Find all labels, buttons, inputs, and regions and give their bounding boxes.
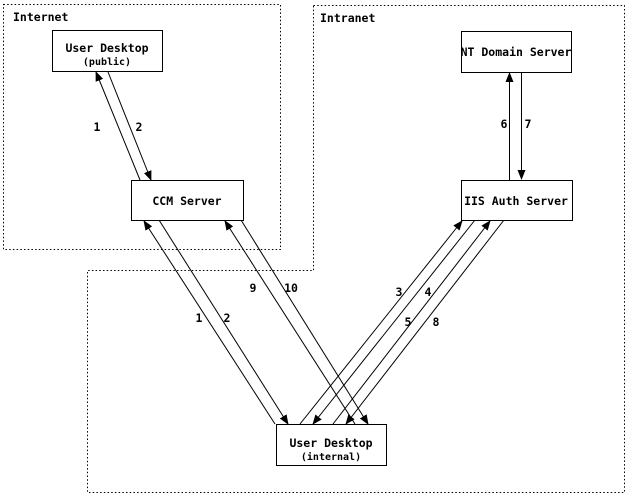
edge-label-internet-1: 1 (94, 120, 101, 134)
edge-label-ccm-1: 1 (196, 311, 203, 325)
node-user-desktop-internal: User Desktop (internal) (276, 424, 387, 466)
edge-step2-ccm-to-internal-desktop (158, 219, 289, 425)
ccm-server-title: CCM Server (152, 194, 221, 208)
edge-label-internet-2: 2 (136, 120, 143, 134)
edge-label-9: 9 (250, 281, 257, 295)
user-desktop-public-box (52, 30, 163, 72)
edge-step2-public-desktop-to-ccm (107, 71, 152, 181)
edge-label-4: 4 (425, 285, 432, 299)
internet-zone-border (3, 4, 281, 250)
user-desktop-public-title: User Desktop (65, 41, 148, 55)
user-desktop-internal-subtitle: (internal) (301, 451, 361, 463)
node-iis-auth-server: IIS Auth Server (461, 180, 573, 221)
edge-step1-ccm-to-public-desktop (95, 71, 141, 181)
node-nt-domain-server: NT Domain Server (461, 31, 572, 73)
edge-label-ccm-2: 2 (224, 311, 231, 325)
internet-zone-label: Internet (13, 10, 68, 24)
user-desktop-public-subtitle: (public) (83, 56, 131, 68)
edge-step4-iis-to-internal-desktop (312, 219, 476, 425)
node-ccm-server: CCM Server (131, 180, 244, 221)
iis-auth-server-title: IIS Auth Server (464, 194, 568, 208)
edge-step10-ccm-to-internal-desktop (240, 219, 369, 425)
iis-auth-server-box (461, 180, 573, 221)
user-desktop-internal-box (276, 424, 387, 466)
nt-domain-server-box (461, 31, 572, 73)
edge-label-8: 8 (433, 315, 440, 329)
edge-label-6: 6 (501, 117, 508, 131)
intranet-zone-border (87, 5, 625, 493)
edge-label-5: 5 (405, 315, 412, 329)
nt-domain-server-title: NT Domain Server (461, 45, 572, 59)
node-user-desktop-public: User Desktop (public) (52, 30, 163, 72)
edge-step5-internal-desktop-to-iis (332, 220, 491, 425)
edge-step8-iis-to-internal-desktop (345, 219, 505, 425)
intranet-zone-label: Intranet (320, 11, 375, 25)
user-desktop-internal-title: User Desktop (289, 436, 372, 450)
edge-label-7: 7 (525, 117, 532, 131)
edge-step9-internal-desktop-to-ccm (224, 220, 356, 425)
edge-label-10: 10 (284, 281, 298, 295)
ccm-server-box (131, 180, 244, 221)
edge-step1-internal-desktop-to-ccm (143, 220, 276, 425)
edge-step3-internal-desktop-to-iis (299, 220, 463, 425)
edge-label-3: 3 (396, 285, 403, 299)
